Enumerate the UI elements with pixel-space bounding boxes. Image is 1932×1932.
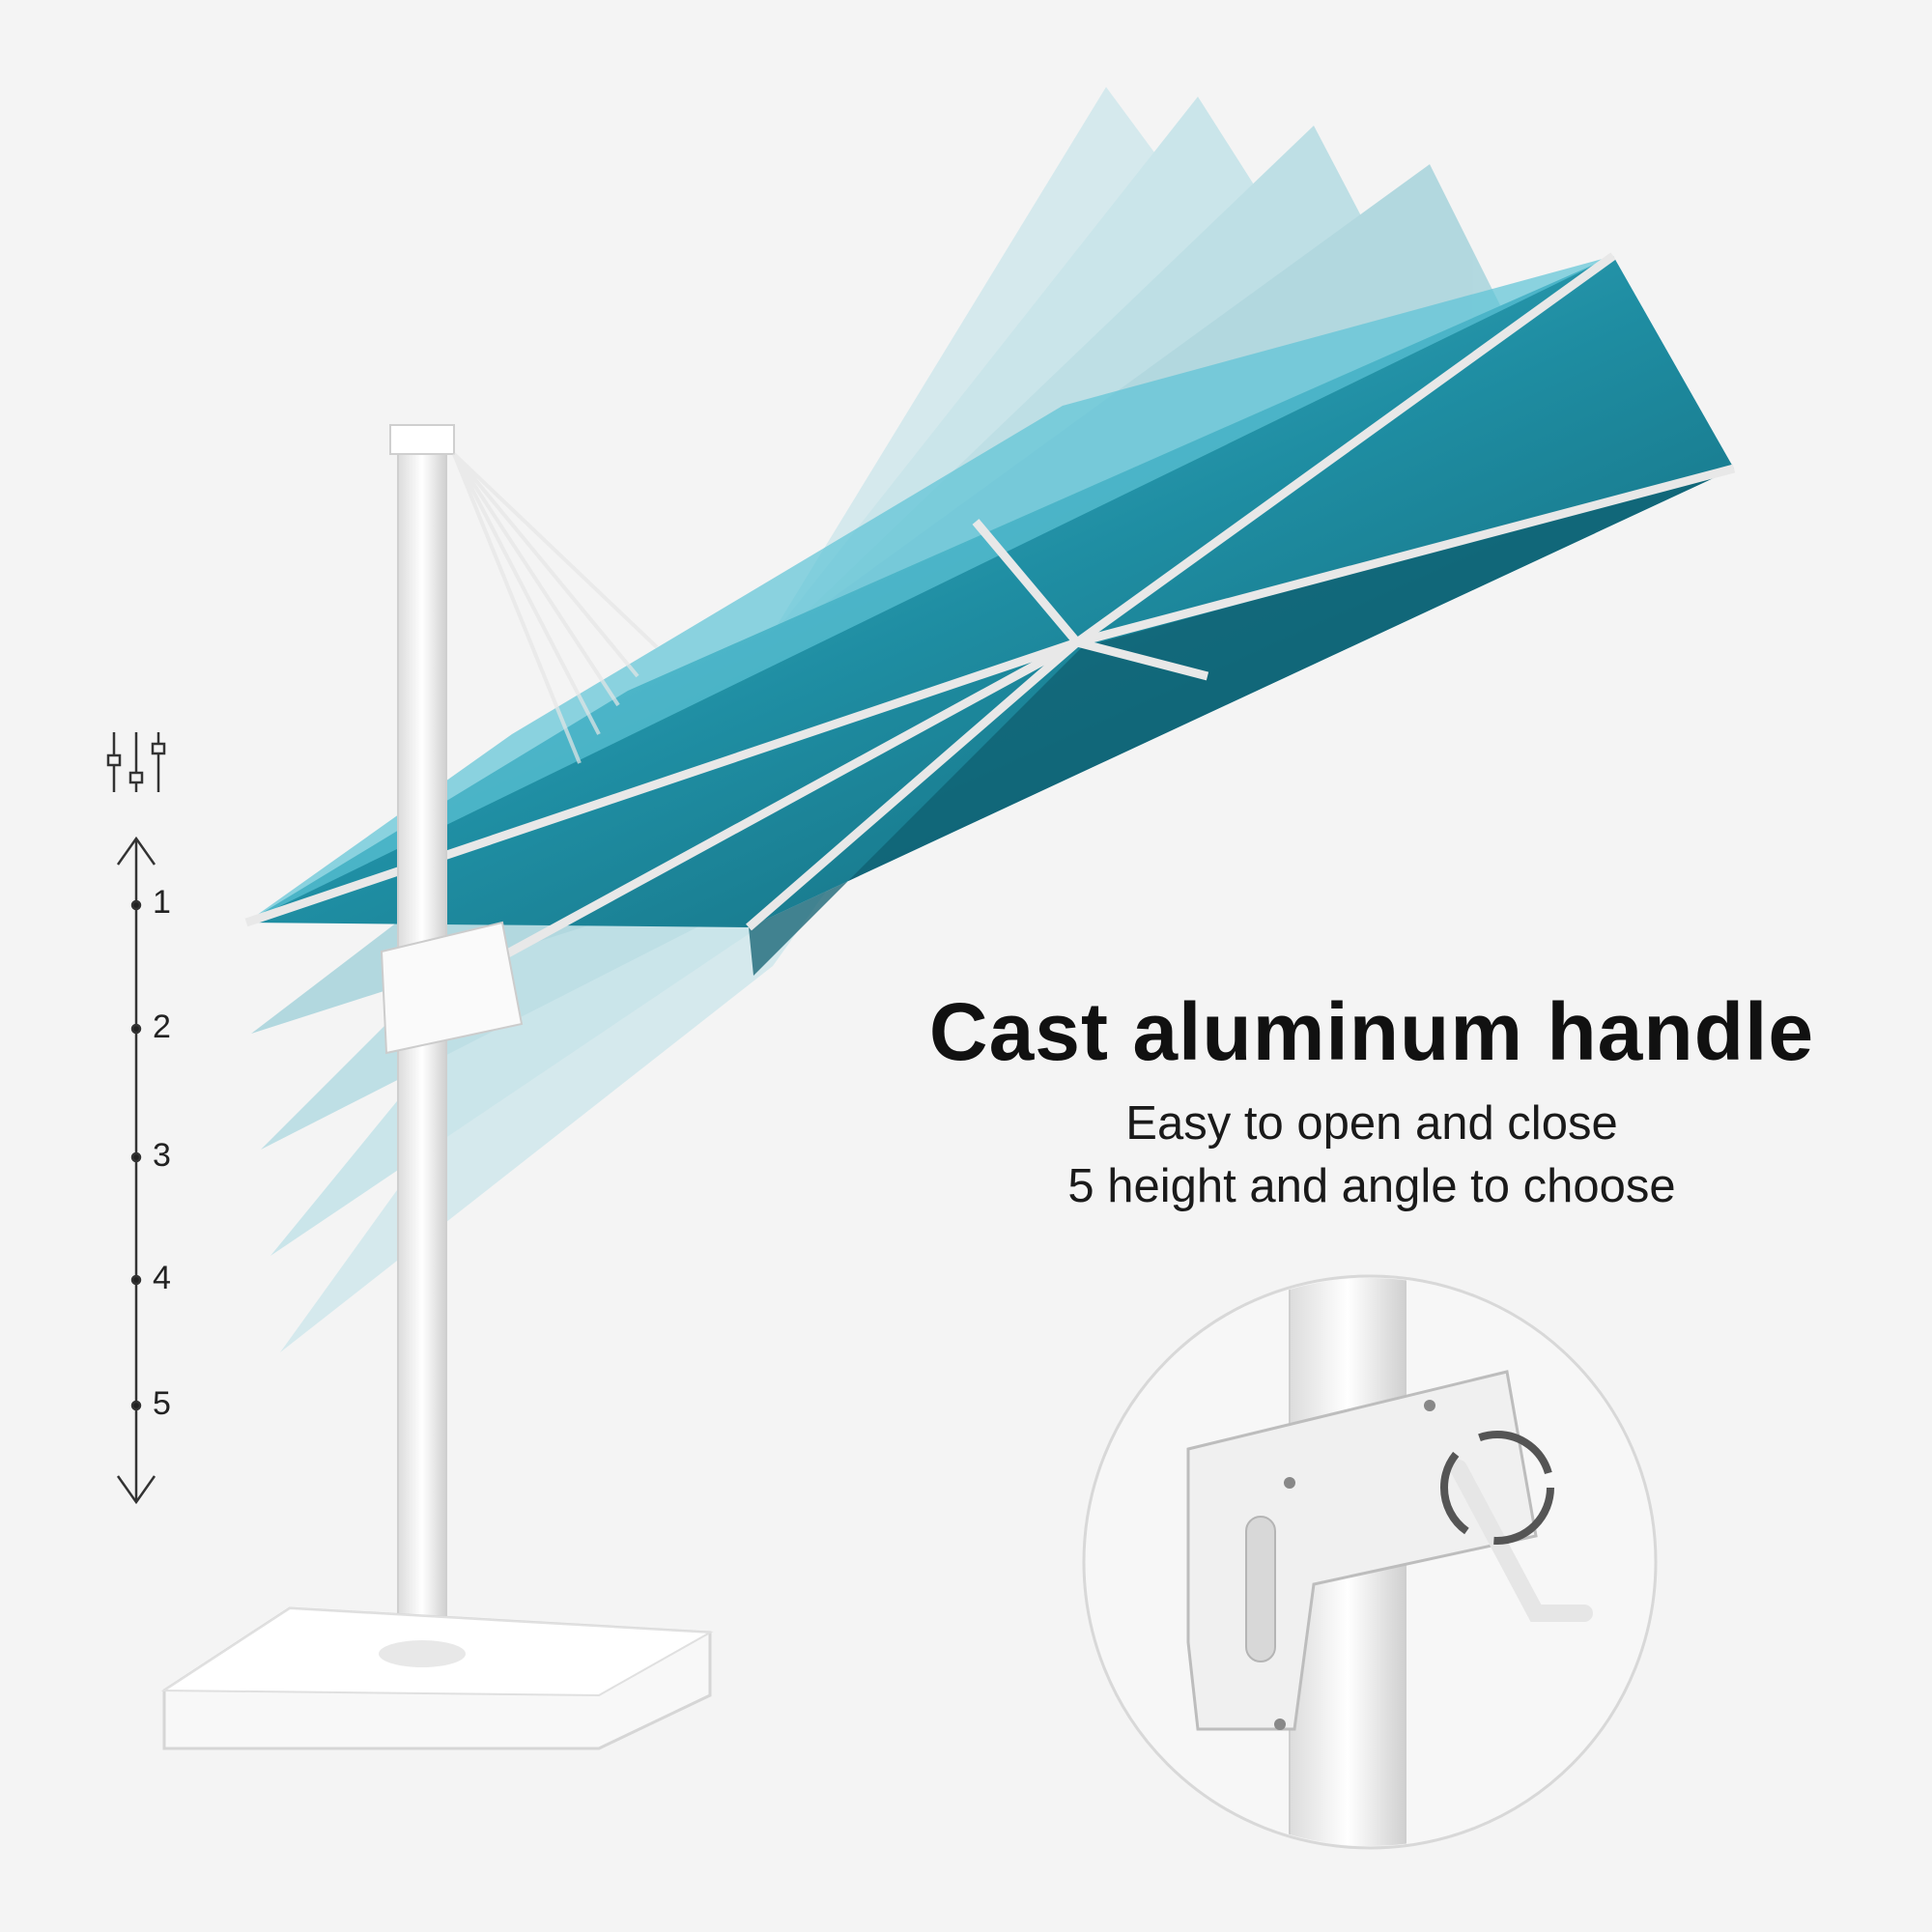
height-level-4: 4 <box>153 1260 171 1296</box>
umbrella-pole <box>380 424 659 1653</box>
height-level-1: 1 <box>153 884 171 921</box>
umbrella-base <box>160 1606 714 1750</box>
height-level-3: 3 <box>153 1137 171 1174</box>
height-level-5: 5 <box>153 1385 171 1422</box>
feature-line-1: Easy to open and close <box>1125 1097 1618 1150</box>
umbrella-canopy <box>244 252 1736 976</box>
height-scale <box>106 732 166 1505</box>
feature-line-2: 5 height and angle to choose <box>1067 1160 1676 1212</box>
handle-closeup <box>1082 1274 1658 1850</box>
sliders-icon <box>106 732 166 792</box>
feature-title: Cast aluminum handle <box>928 986 1815 1077</box>
height-level-2: 2 <box>153 1009 171 1045</box>
